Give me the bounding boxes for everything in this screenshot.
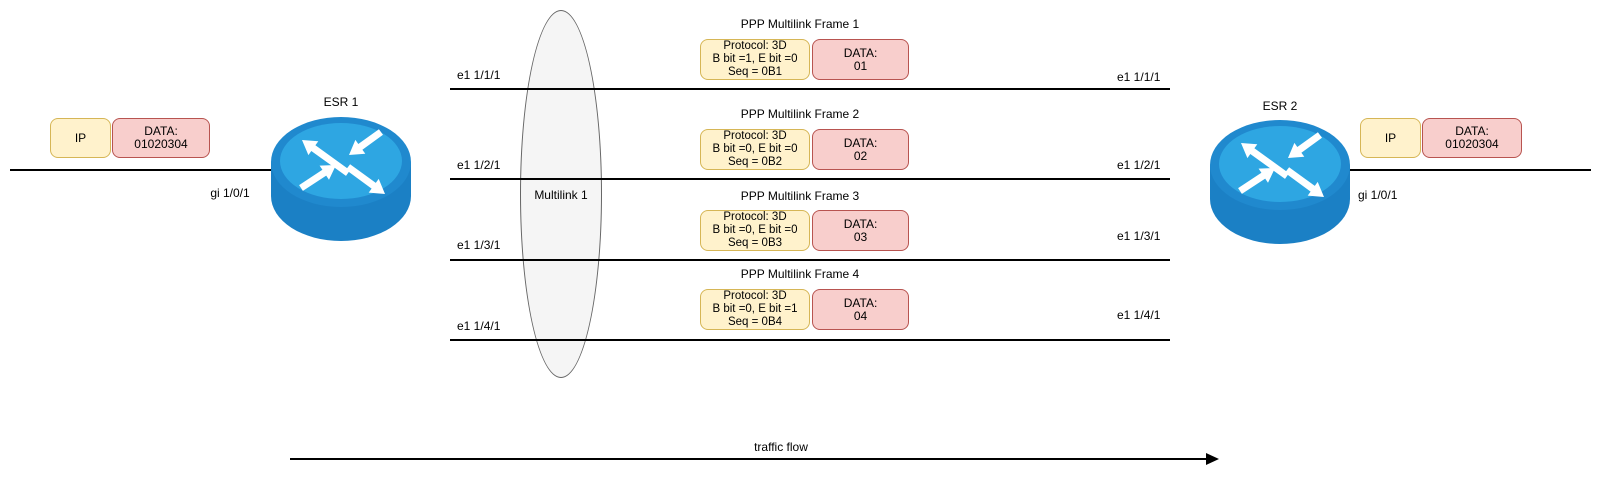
frame3-data-value: 03 xyxy=(853,229,868,244)
esr1-label: ESR 1 xyxy=(323,95,359,109)
multilink-label: Multilink 1 xyxy=(534,188,588,202)
traffic-flow-label: traffic flow xyxy=(754,440,808,454)
left-data-value: 01020304 xyxy=(134,137,188,151)
router-icon xyxy=(271,117,411,241)
link2-right-label: e1 1/2/1 xyxy=(1117,158,1161,172)
frame1-data-box: DATA: 01 xyxy=(812,39,909,80)
left-data-box: DATA: 01020304 xyxy=(112,118,210,158)
frame3-header-box: Protocol: 3D B bit =0, E bit =0 Seq = 0B… xyxy=(700,210,810,251)
left-interface-label: gi 1/0/1 xyxy=(210,186,250,200)
frame2-data-box: DATA: 02 xyxy=(812,129,909,170)
frame1-bits: B bit =1, E bit =0 xyxy=(712,53,798,65)
frame4-seq: Seq = 0B4 xyxy=(727,316,783,328)
frame2-bits: B bit =0, E bit =0 xyxy=(712,143,798,155)
right-ip-label: IP xyxy=(1384,130,1397,145)
left-data-label: DATA: xyxy=(144,124,178,138)
link-line-3 xyxy=(450,259,1170,261)
link4-right-label: e1 1/4/1 xyxy=(1117,308,1161,322)
multilink-bundle-ellipse xyxy=(520,10,602,378)
frame3-bits: B bit =0, E bit =0 xyxy=(712,224,798,236)
right-data-label: DATA: xyxy=(1455,124,1489,138)
frame3-protocol: Protocol: 3D xyxy=(723,211,787,223)
frame1-data-value: 01 xyxy=(853,58,868,73)
frame4-title: PPP Multilink Frame 4 xyxy=(740,267,860,281)
traffic-flow-arrowhead-icon xyxy=(1206,453,1219,465)
frame2-data-value: 02 xyxy=(853,148,868,163)
frame1-protocol: Protocol: 3D xyxy=(723,40,787,52)
right-interface-label: gi 1/0/1 xyxy=(1358,188,1398,202)
frame1-data-label: DATA: xyxy=(843,45,878,60)
right-ip-box: IP xyxy=(1360,118,1421,158)
frame4-bits: B bit =0, E bit =1 xyxy=(712,303,798,315)
left-ip-label: IP xyxy=(74,130,87,145)
frame1-header-box: Protocol: 3D B bit =1, E bit =0 Seq = 0B… xyxy=(700,39,810,80)
frame1-seq: Seq = 0B1 xyxy=(727,66,783,78)
link3-right-label: e1 1/3/1 xyxy=(1117,229,1161,243)
frame4-protocol: Protocol: 3D xyxy=(723,290,787,302)
link-line-4 xyxy=(450,339,1170,341)
frame4-data-box: DATA: 04 xyxy=(812,289,909,330)
link1-left-label: e1 1/1/1 xyxy=(457,68,501,82)
right-data-box: DATA: 01020304 xyxy=(1422,118,1522,158)
frame2-seq: Seq = 0B2 xyxy=(727,156,783,168)
left-ip-box: IP xyxy=(50,118,111,158)
link2-left-label: e1 1/2/1 xyxy=(457,158,501,172)
frame4-header-box: Protocol: 3D B bit =0, E bit =1 Seq = 0B… xyxy=(700,289,810,330)
frame2-data-label: DATA: xyxy=(843,135,878,150)
frame3-title: PPP Multilink Frame 3 xyxy=(740,189,860,203)
frame3-seq: Seq = 0B3 xyxy=(727,237,783,249)
right-data-value: 01020304 xyxy=(1445,137,1499,151)
esr2-label: ESR 2 xyxy=(1262,99,1298,113)
traffic-flow-arrow-line xyxy=(290,458,1208,460)
right-wire xyxy=(1348,169,1591,171)
link4-left-label: e1 1/4/1 xyxy=(457,319,501,333)
frame2-title: PPP Multilink Frame 2 xyxy=(740,107,860,121)
frame3-data-label: DATA: xyxy=(843,216,878,231)
frame4-data-label: DATA: xyxy=(843,295,878,310)
link3-left-label: e1 1/3/1 xyxy=(457,238,501,252)
link-line-2 xyxy=(450,178,1170,180)
frame3-data-box: DATA: 03 xyxy=(812,210,909,251)
router-icon xyxy=(1210,120,1350,244)
frame2-protocol: Protocol: 3D xyxy=(723,130,787,142)
frame4-data-value: 04 xyxy=(853,308,868,323)
frame2-header-box: Protocol: 3D B bit =0, E bit =0 Seq = 0B… xyxy=(700,129,810,170)
frame1-title: PPP Multilink Frame 1 xyxy=(740,17,860,31)
link1-right-label: e1 1/1/1 xyxy=(1117,70,1161,84)
link-line-1 xyxy=(450,88,1170,90)
left-wire xyxy=(10,169,276,171)
